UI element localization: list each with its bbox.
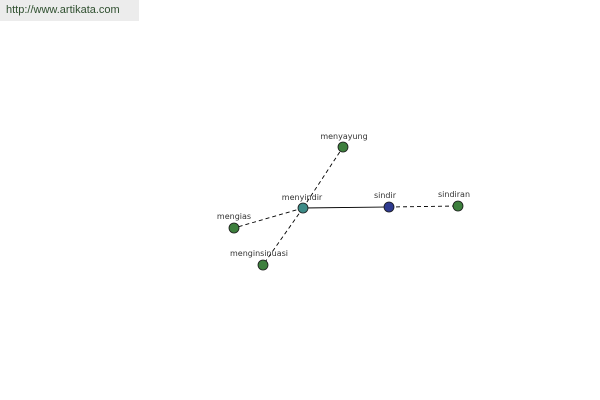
edge-menyindir-menyayung (302, 146, 344, 209)
edge-menyindir-sindir (302, 206, 390, 209)
node-menginsinuasi[interactable]: menginsinuasi (230, 249, 288, 271)
watermark-link[interactable]: http://www.artikata.com (0, 0, 139, 21)
node-sindir[interactable]: sindir (374, 191, 397, 213)
edge-menyindir-mengias (233, 207, 304, 229)
graph-edges (233, 146, 459, 266)
node-circle-sindir[interactable] (383, 201, 395, 213)
node-menyayung[interactable]: menyayung (320, 132, 368, 153)
node-circle-sindiran[interactable] (452, 200, 464, 212)
node-label-sindiran: sindiran (438, 190, 470, 199)
graph-nodes: menyayung menyindir sindir sindiran mengias m… (217, 132, 470, 271)
node-label-menyayung: menyayung (320, 132, 367, 141)
node-circle-menginsinuasi[interactable] (257, 259, 269, 271)
node-label-mengias: mengias (217, 212, 251, 221)
node-menyindir[interactable]: menyindir (282, 193, 323, 214)
node-label-menyindir: menyindir (282, 193, 323, 202)
node-circle-menyayung[interactable] (337, 141, 349, 153)
node-circle-mengias[interactable] (228, 222, 240, 234)
node-circle-menyindir[interactable] (297, 202, 309, 214)
node-mengias[interactable]: mengias (217, 212, 251, 234)
node-label-menginsinuasi: menginsinuasi (230, 249, 288, 258)
edge-menyindir-menginsinuasi (262, 207, 304, 266)
node-sindiran[interactable]: sindiran (438, 190, 470, 212)
edge-sindir-sindiran (388, 205, 459, 208)
node-label-sindir: sindir (374, 191, 397, 200)
